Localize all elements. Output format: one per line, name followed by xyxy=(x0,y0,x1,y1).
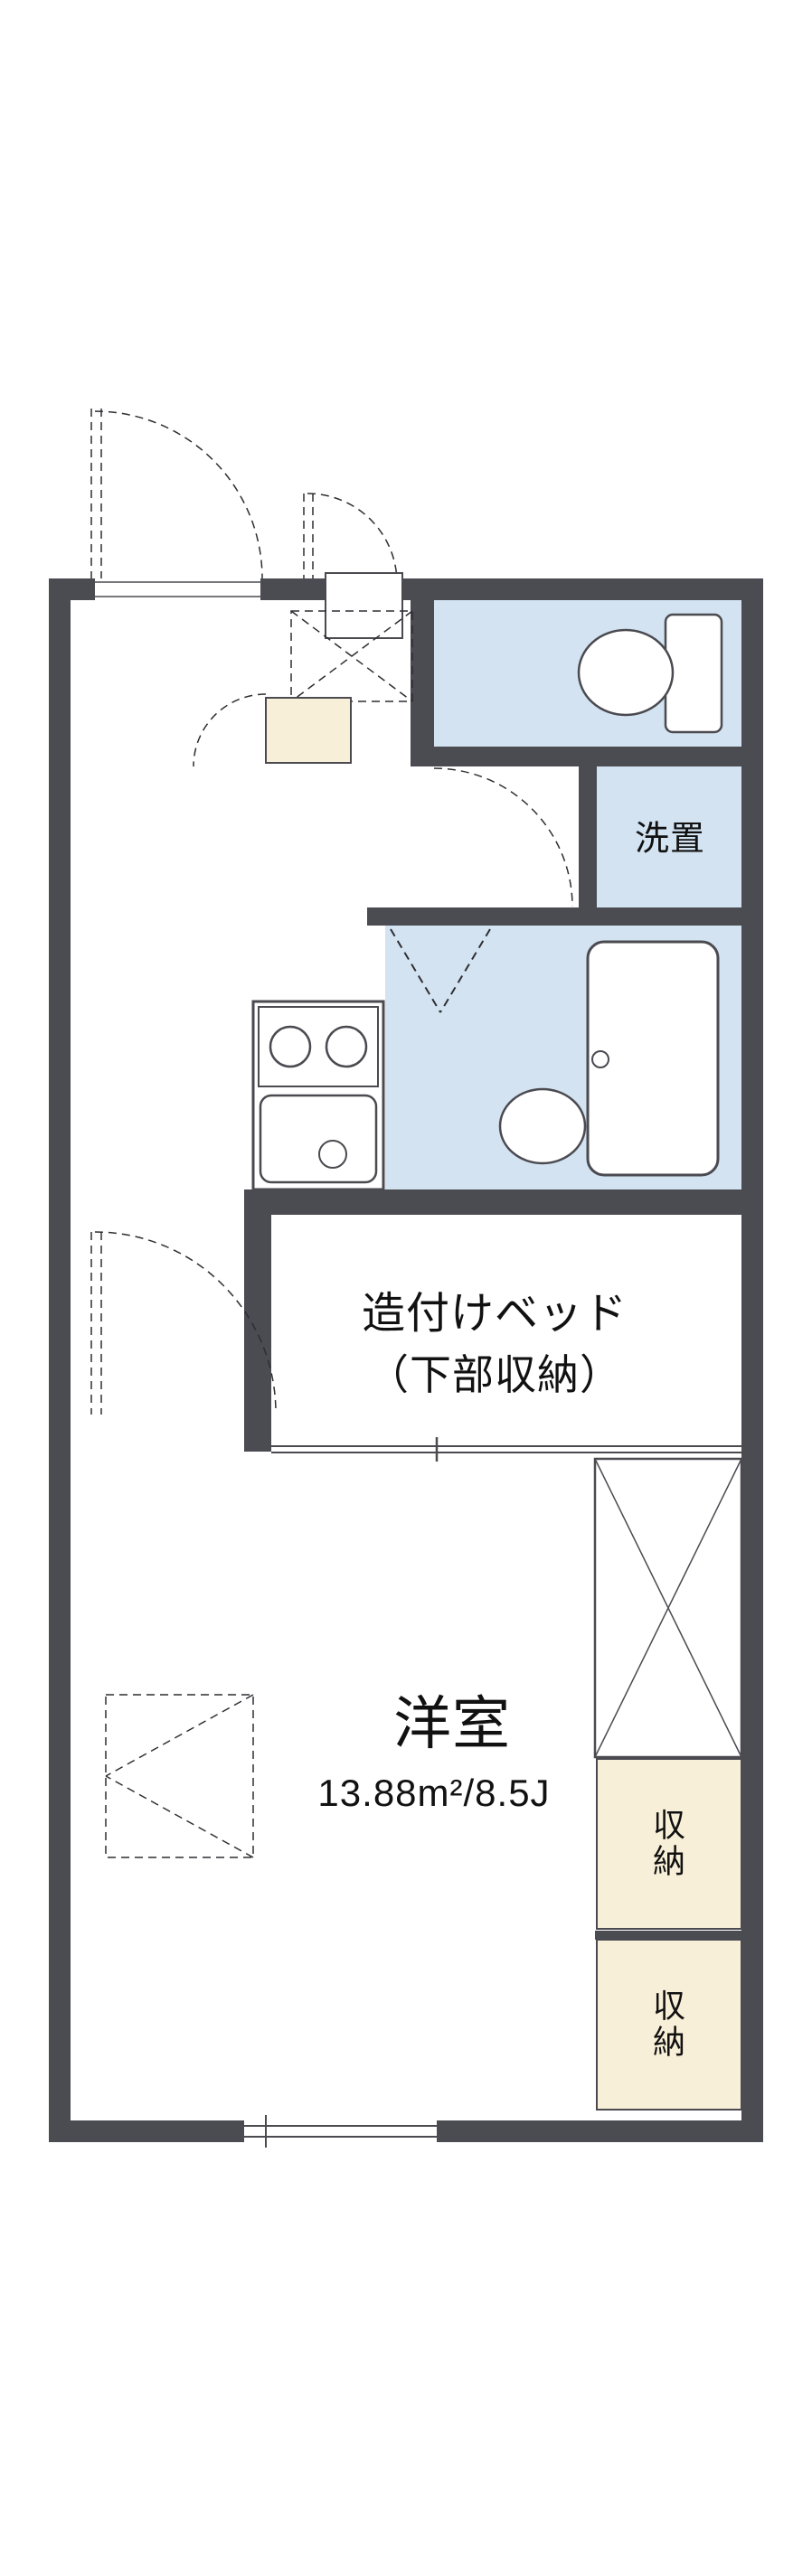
shoe-cabinet xyxy=(193,693,352,767)
wash-basin-icon xyxy=(498,1087,587,1165)
hall-door-arc xyxy=(433,767,573,907)
walls xyxy=(49,578,763,2142)
sink-icon xyxy=(259,1094,378,1184)
window-bottom xyxy=(244,2115,437,2148)
storage-bottom-label: 収納 xyxy=(652,1987,685,2061)
utility-door-arc xyxy=(303,493,398,584)
entrance-door-arc xyxy=(90,409,263,579)
storage-top-label: 収納 xyxy=(652,1806,685,1880)
main-room-name: 洋室 xyxy=(393,1691,511,1756)
bed-front-line xyxy=(271,1437,741,1462)
entrance-threshold xyxy=(95,581,260,597)
bed-label-line2: （下部収納） xyxy=(367,1351,622,1398)
folding-table-dashed xyxy=(105,1694,254,1858)
main-room-area: 13.88m²/8.5J xyxy=(317,1772,551,1814)
washer-space-label: 洗置 xyxy=(634,820,706,859)
meter-box xyxy=(325,572,403,639)
toilet-icon xyxy=(577,613,723,734)
storage-bottom xyxy=(596,1939,742,2111)
storage-top xyxy=(596,1758,742,1930)
refrigerator-space xyxy=(593,1457,743,1759)
room-door-arc xyxy=(90,1231,277,1415)
bath-folding-door xyxy=(390,928,491,1013)
washer-space-room xyxy=(597,766,741,907)
bed-label-line1: 造付けベッド xyxy=(361,1290,628,1338)
stove-icon xyxy=(258,1006,379,1087)
bathtub-icon xyxy=(586,940,720,1177)
